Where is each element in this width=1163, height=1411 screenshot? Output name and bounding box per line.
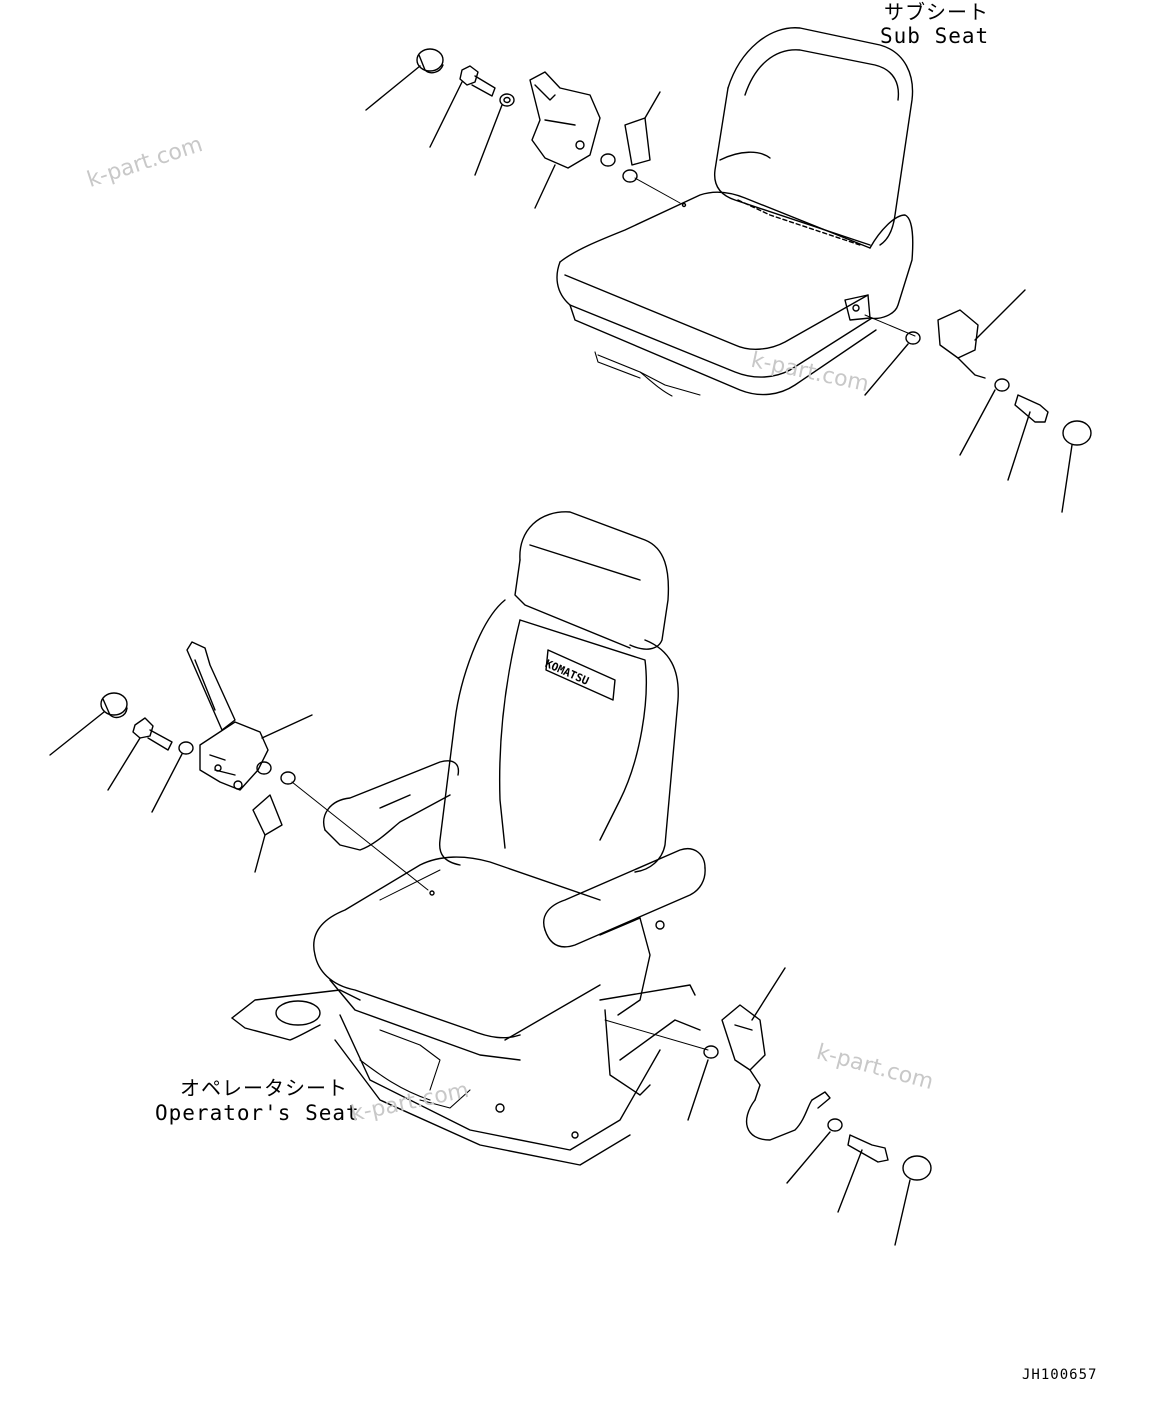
- operator-seat-label-jp: オペレータシート: [180, 1076, 348, 1100]
- sub-seat-label-jp: サブシート: [884, 0, 989, 24]
- sub-seat-label-en: Sub Seat: [880, 24, 990, 48]
- operator-seat-label-en: Operator's Seat: [155, 1101, 360, 1125]
- sub-seat: [365, 27, 1092, 513]
- operator-seat: [49, 511, 932, 1246]
- drawing-code: JH100657: [1022, 1367, 1098, 1383]
